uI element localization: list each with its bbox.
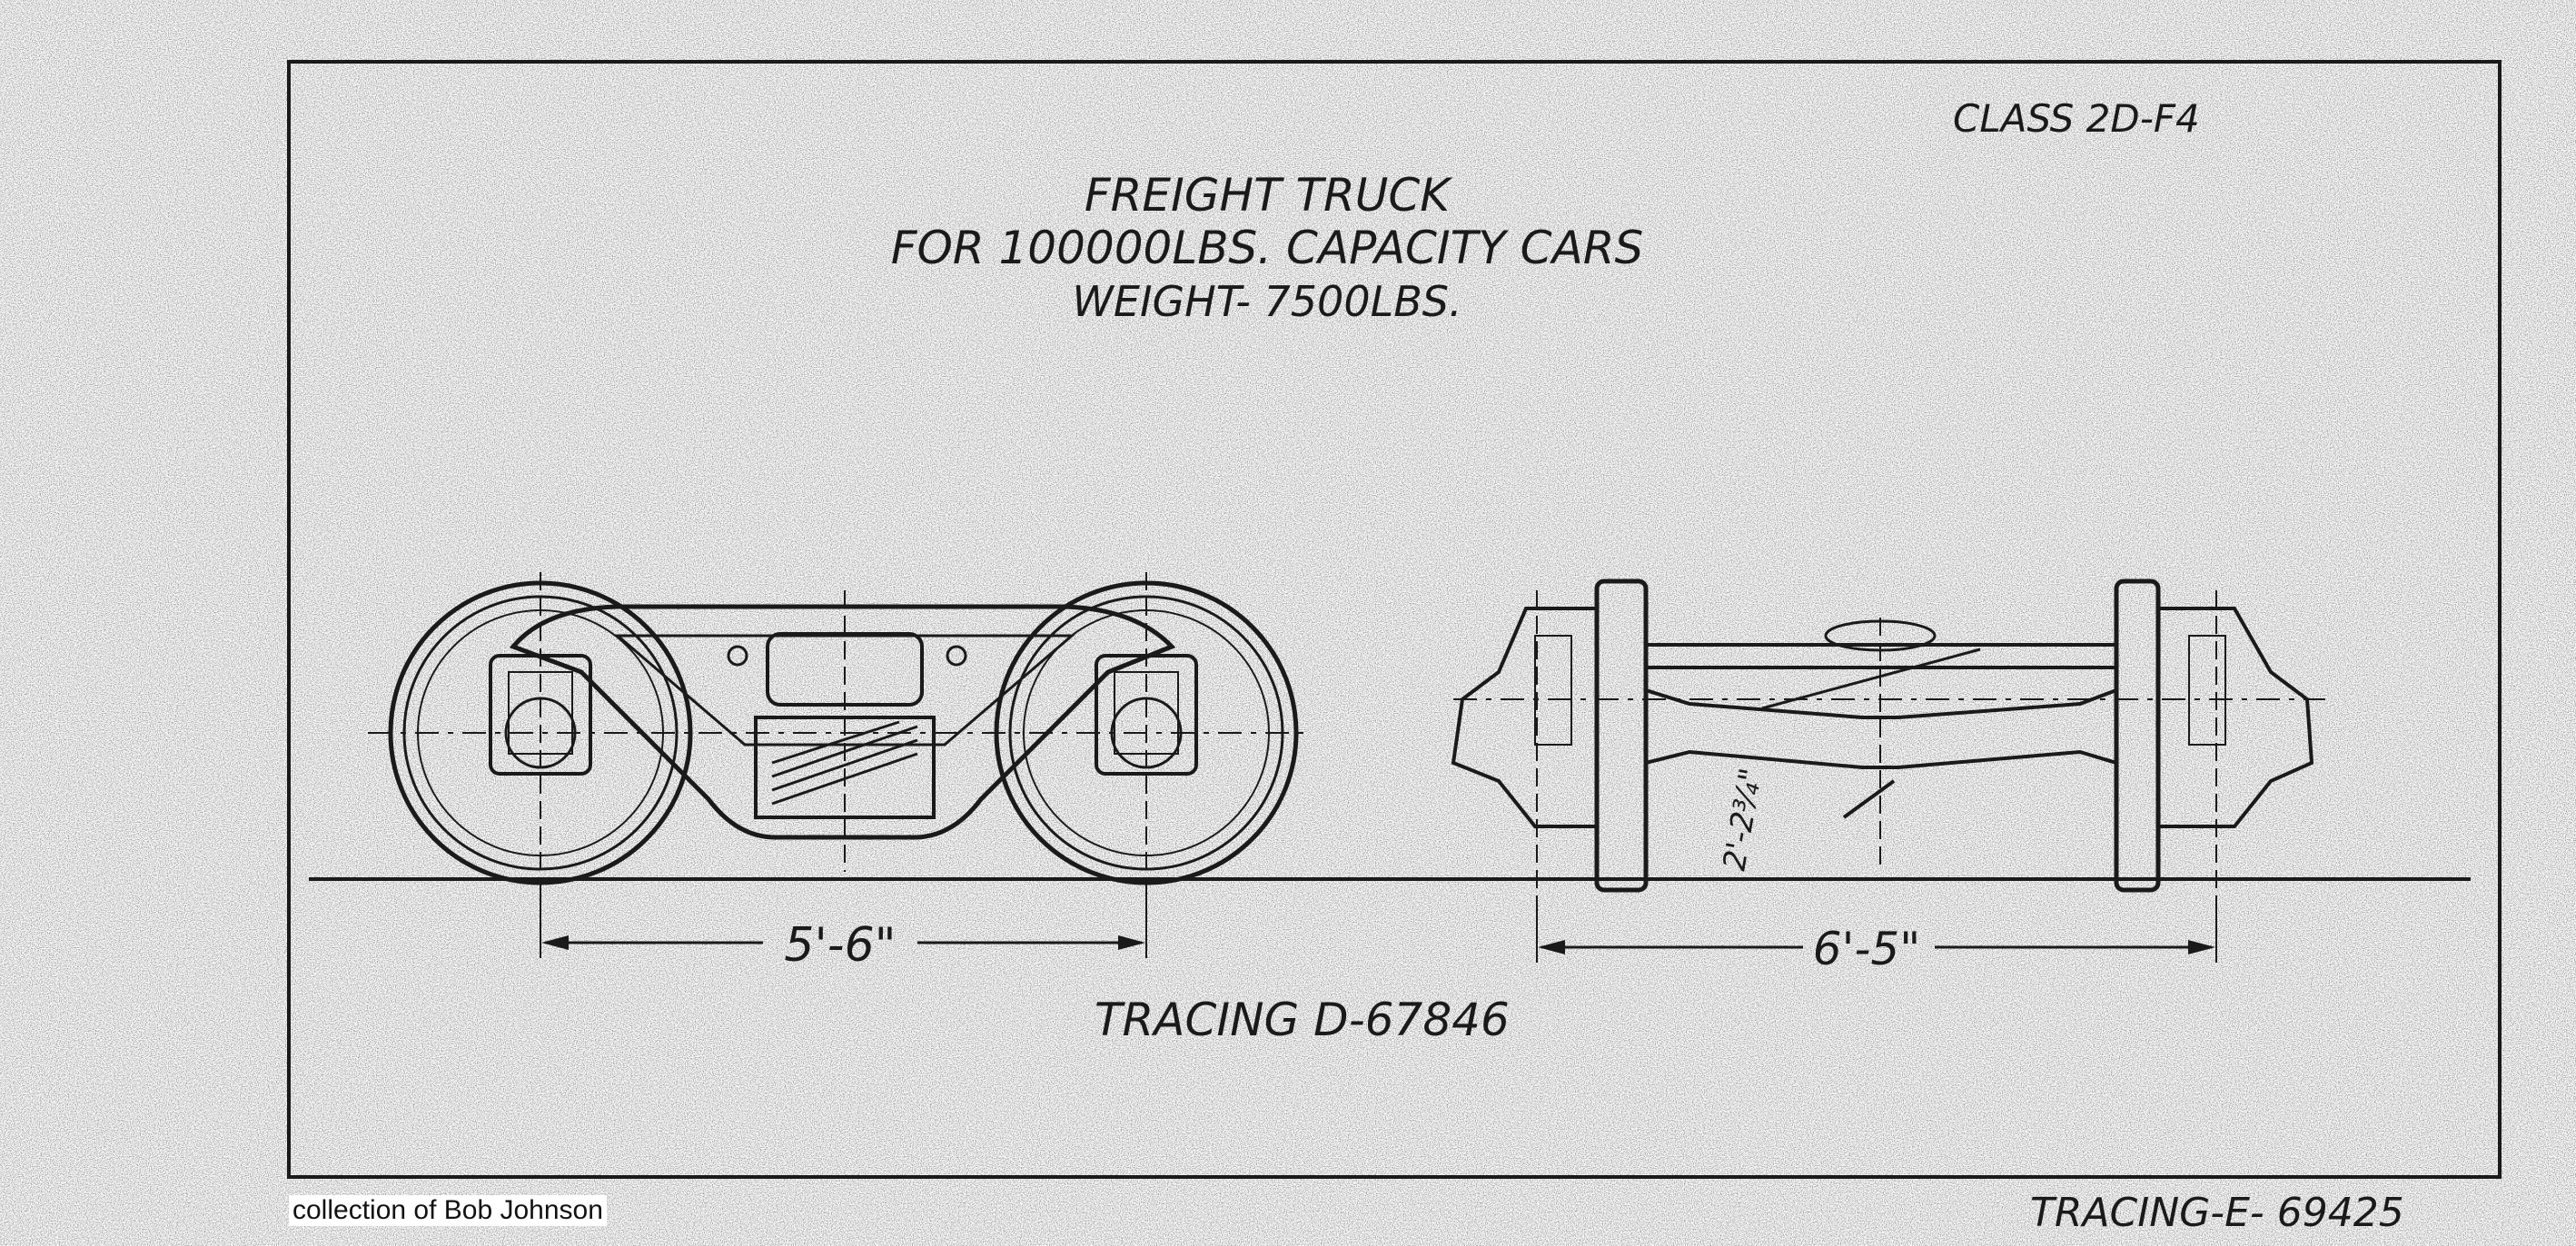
title-line-1: FREIGHT TRUCK — [1085, 169, 1453, 222]
end-journal-left — [1451, 607, 1599, 828]
truck-end-view — [1451, 578, 2325, 963]
dimension-gauge — [1536, 908, 2217, 963]
tracing-number-corner: TRACING-E- 69425 — [2030, 1190, 2404, 1236]
title-line-2: FOR 100000LBS. CAPACITY CARS — [891, 222, 1644, 274]
collection-credit: collection of Bob Johnson — [289, 1195, 607, 1226]
right-wheel — [994, 572, 1299, 895]
end-bolster — [1644, 643, 2118, 669]
tracing-number-main: TRACING D-67846 — [1095, 994, 1510, 1046]
dimension-wheelbase-label: 5'-6" — [784, 918, 896, 973]
class-label: CLASS 2D-F4 — [1953, 96, 2200, 141]
end-journal-right — [2156, 607, 2314, 828]
dimension-gauge-label: 6'-5" — [1813, 923, 1920, 975]
axle — [1644, 687, 2118, 769]
left-wheel — [388, 572, 693, 895]
drawing-border — [287, 60, 2502, 1179]
side-frame — [509, 604, 1176, 840]
dimension-wheelbase — [540, 885, 1147, 958]
title-line-3: WEIGHT- 7500LBS. — [1072, 277, 1461, 326]
truck-side-view — [368, 572, 1308, 895]
